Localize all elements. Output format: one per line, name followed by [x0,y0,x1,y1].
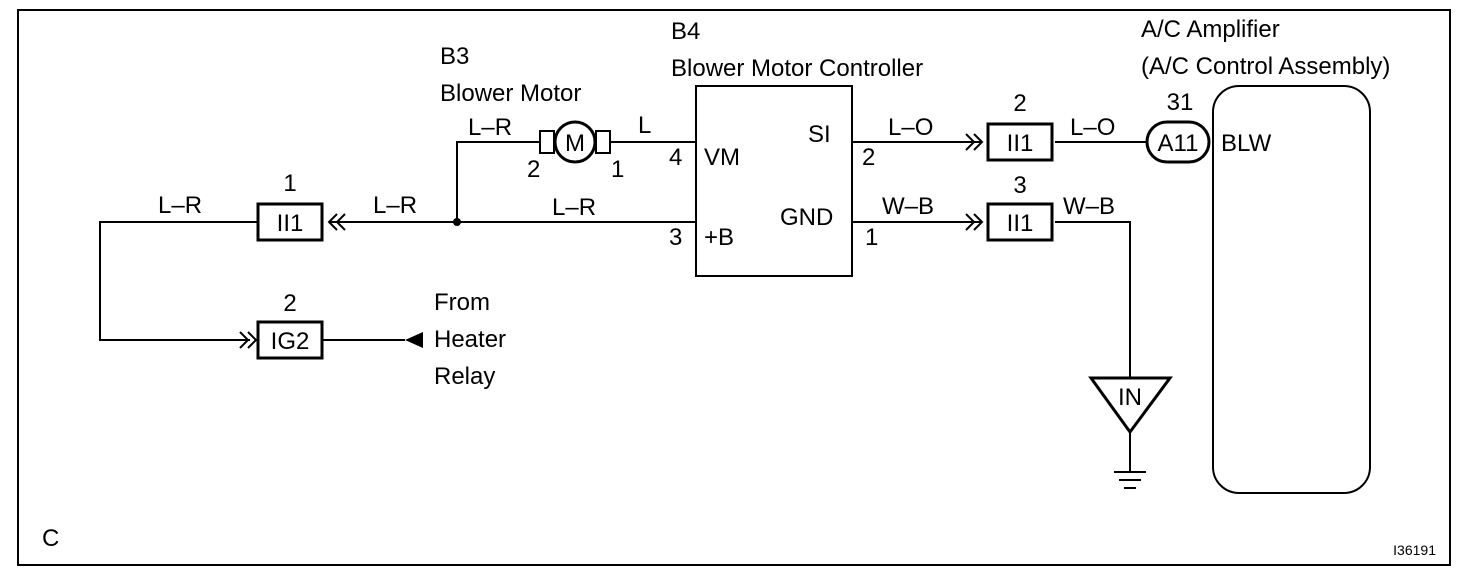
connector-ii1-si-pin: 2 [1013,90,1026,117]
chevron-left-2 [335,213,346,231]
connector-ii1-left [256,202,324,242]
wire-label-gnd-out: W–B [882,193,934,220]
connector-ig2-label: IG2 [271,328,310,355]
ground-triangle-icon [1088,376,1173,435]
connector-ii1-gnd-pin: 3 [1013,172,1026,199]
chevron-si-2 [973,133,984,151]
chevron-gnd-1 [965,213,976,231]
controller-pinno-vm: 4 [669,144,682,171]
controller-pinno-b: 3 [669,224,682,251]
blower-motor-controller-box [695,85,853,277]
motor-terminal-left [539,130,555,154]
ground-point-label: IN [1118,384,1142,411]
blower-motor [539,120,611,164]
connector-ii1-left-pin: 1 [283,170,296,197]
connector-ii1-si-label: II1 [1007,130,1034,157]
controller-pinno-si: 2 [862,144,875,171]
chevron-left-1 [327,213,338,231]
wire-label-to-b: L–R [552,194,596,221]
wire-label-motor-vm: L [638,112,651,139]
connector-a11-label: A11 [1158,130,1199,157]
heater-relay-line1: From [434,289,490,316]
wire-label-motor-upper: L–R [468,114,512,141]
figure-id: I36191 [1393,542,1436,558]
controller-name: Blower Motor Controller [671,55,923,82]
ground-point [1088,376,1173,489]
chevron-ig2-2 [247,331,258,349]
wire-left-loop [99,221,258,341]
motor-pin-right: 1 [611,156,624,183]
blower-motor-code: B3 [440,43,469,70]
controller-pin-vm: VM [704,144,740,171]
wire-label-left-mid: L–R [373,192,417,219]
blower-motor-name: Blower Motor [440,80,581,107]
controller-pinno-gnd: 1 [865,224,878,251]
amplifier-pin-number: 31 [1167,89,1194,116]
wire-junction-motor [456,141,540,222]
connector-ii1-gnd-label: II1 [1007,210,1034,237]
connector-ii1-left-label: II1 [277,210,304,237]
chevron-ig2-1 [239,331,250,349]
wire-ii1-ground [1055,221,1131,380]
chevron-si-1 [965,133,976,151]
controller-code: B4 [671,18,700,45]
amplifier-pin-label: BLW [1221,130,1272,157]
connector-ii1-si [986,122,1054,162]
heater-relay-line3: Relay [434,363,495,390]
wire-label-si-amp: L–O [1070,114,1115,141]
controller-pin-gnd: GND [780,204,833,231]
motor-symbol: M [565,130,585,157]
connector-chevrons [239,133,984,349]
wire-label-si-out: L–O [888,114,933,141]
heater-relay-line2: Heater [434,326,506,353]
heater-relay-arrow-icon [405,332,423,348]
ac-amplifier-box [1212,85,1371,494]
chevron-gnd-2 [973,213,984,231]
motor-icon [553,120,597,164]
controller-pin-si: SI [808,121,831,148]
connector-a11 [1145,120,1211,164]
controller-pin-b: +B [704,224,734,251]
amplifier-title-line1: A/C Amplifier [1141,16,1280,43]
wires [99,141,1147,380]
motor-pin-left: 2 [527,156,540,183]
corner-label: C [42,525,59,552]
wire-label-gnd-down: W–B [1063,193,1115,220]
junction-dot [453,218,461,226]
connector-ig2 [256,320,324,360]
wire-label-left-outer: L–R [158,192,202,219]
amplifier-title-line2: (A/C Control Assembly) [1141,53,1390,80]
connector-ii1-gnd [986,202,1054,242]
connector-ig2-pin: 2 [283,290,296,317]
motor-terminal-right [595,130,611,154]
diagram-frame [17,9,1451,566]
